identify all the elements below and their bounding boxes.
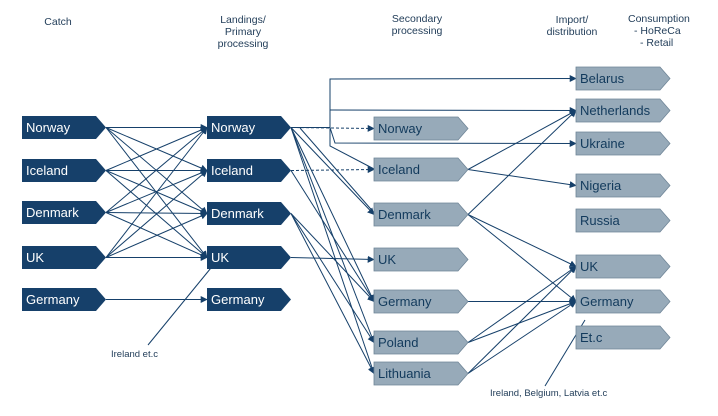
flow-line bbox=[467, 266, 577, 374]
flow-line bbox=[290, 127, 375, 344]
flow-line bbox=[467, 169, 577, 189]
note-ireland-catch: Ireland et.c bbox=[111, 349, 158, 360]
flow-line bbox=[467, 110, 577, 215]
landing-label-germany: Germany bbox=[211, 292, 265, 307]
import-label-uk: UK bbox=[580, 259, 599, 274]
flow-line bbox=[467, 300, 577, 343]
header-consumption-line2: - HoReCa bbox=[634, 25, 681, 37]
flow-line bbox=[329, 106, 577, 114]
landing-label-uk: UK bbox=[211, 250, 230, 265]
header-landings: Landings/ Primary processing bbox=[205, 14, 281, 50]
flow-line bbox=[290, 213, 375, 375]
secondary-label-denmark: Denmark bbox=[378, 207, 431, 222]
flow-line bbox=[290, 127, 375, 303]
flow-line bbox=[105, 212, 208, 258]
header-catch-text: Catch bbox=[44, 16, 72, 28]
catch-label-iceland: Iceland bbox=[26, 163, 68, 178]
import-label-ukraine: Ukraine bbox=[580, 136, 625, 151]
import-label-nigeria: Nigeria bbox=[580, 178, 622, 193]
header-secondary: Secondary processing bbox=[378, 13, 456, 37]
flow-line bbox=[290, 170, 375, 303]
flow-line bbox=[105, 127, 208, 172]
flow-line bbox=[299, 127, 377, 216]
flow-line bbox=[290, 127, 376, 375]
flow-line bbox=[290, 127, 375, 216]
catch-label-norway: Norway bbox=[26, 120, 71, 135]
flow-line bbox=[105, 126, 208, 258]
landing-label-norway: Norway bbox=[211, 120, 256, 135]
flow-line bbox=[290, 166, 375, 174]
flow-line bbox=[329, 128, 377, 171]
import-label-netherlands: Netherlands bbox=[580, 103, 651, 118]
import-label-germany: Germany bbox=[580, 294, 634, 309]
flow-line bbox=[467, 214, 577, 267]
flow-line bbox=[290, 213, 375, 303]
header-import-line1: Import/ bbox=[555, 14, 589, 26]
secondary-label-uk: UK bbox=[378, 252, 397, 267]
secondary-label-iceland: Iceland bbox=[378, 162, 420, 177]
header-import: Import/ distribution bbox=[540, 14, 604, 38]
flow-line bbox=[105, 169, 208, 213]
header-secondary-line1: Secondary bbox=[391, 13, 443, 25]
secondary-label-poland: Poland bbox=[378, 335, 419, 350]
header-landings-line2: Primary bbox=[224, 26, 262, 38]
flow-line bbox=[290, 213, 375, 344]
flow-line bbox=[467, 266, 577, 343]
secondary-label-lithuania: Lithuania bbox=[378, 366, 431, 381]
flow-line bbox=[291, 75, 577, 128]
catch-label-germany: Germany bbox=[26, 292, 80, 307]
header-consumption-line3: - Retail bbox=[640, 37, 674, 49]
landing-label-denmark: Denmark bbox=[211, 206, 264, 221]
catch-label-denmark: Denmark bbox=[26, 205, 79, 220]
flow-line bbox=[290, 255, 375, 263]
secondary-label-germany: Germany bbox=[378, 294, 432, 309]
header-consumption: Consumption - HoReCa - Retail bbox=[628, 13, 704, 49]
header-catch: Catch bbox=[38, 16, 78, 28]
flow-line bbox=[290, 124, 375, 132]
header-landings-line1: Landings/ bbox=[220, 14, 266, 26]
header-landings-line3: processing bbox=[217, 38, 269, 50]
import-label-russia: Russia bbox=[580, 213, 620, 228]
flow-line bbox=[147, 262, 216, 346]
flow-line bbox=[467, 301, 577, 374]
flow-line bbox=[467, 110, 577, 170]
import-label-belarus: Belarus bbox=[580, 71, 625, 86]
header-consumption-line1: Consumption bbox=[628, 13, 690, 25]
flow-line bbox=[105, 170, 208, 258]
note-ireland-import: Ireland, Belgium, Latvia et.c bbox=[490, 388, 608, 399]
flow-line bbox=[467, 214, 577, 302]
landing-label-iceland: Iceland bbox=[211, 163, 253, 178]
import-label-etc: Et.c bbox=[580, 330, 603, 345]
header-secondary-line2: processing bbox=[391, 25, 443, 37]
flow-line bbox=[105, 209, 208, 217]
header-import-line2: distribution bbox=[546, 26, 598, 38]
flow-line bbox=[329, 127, 577, 147]
catch-label-uk: UK bbox=[26, 250, 45, 265]
secondary-label-norway: Norway bbox=[378, 121, 423, 136]
